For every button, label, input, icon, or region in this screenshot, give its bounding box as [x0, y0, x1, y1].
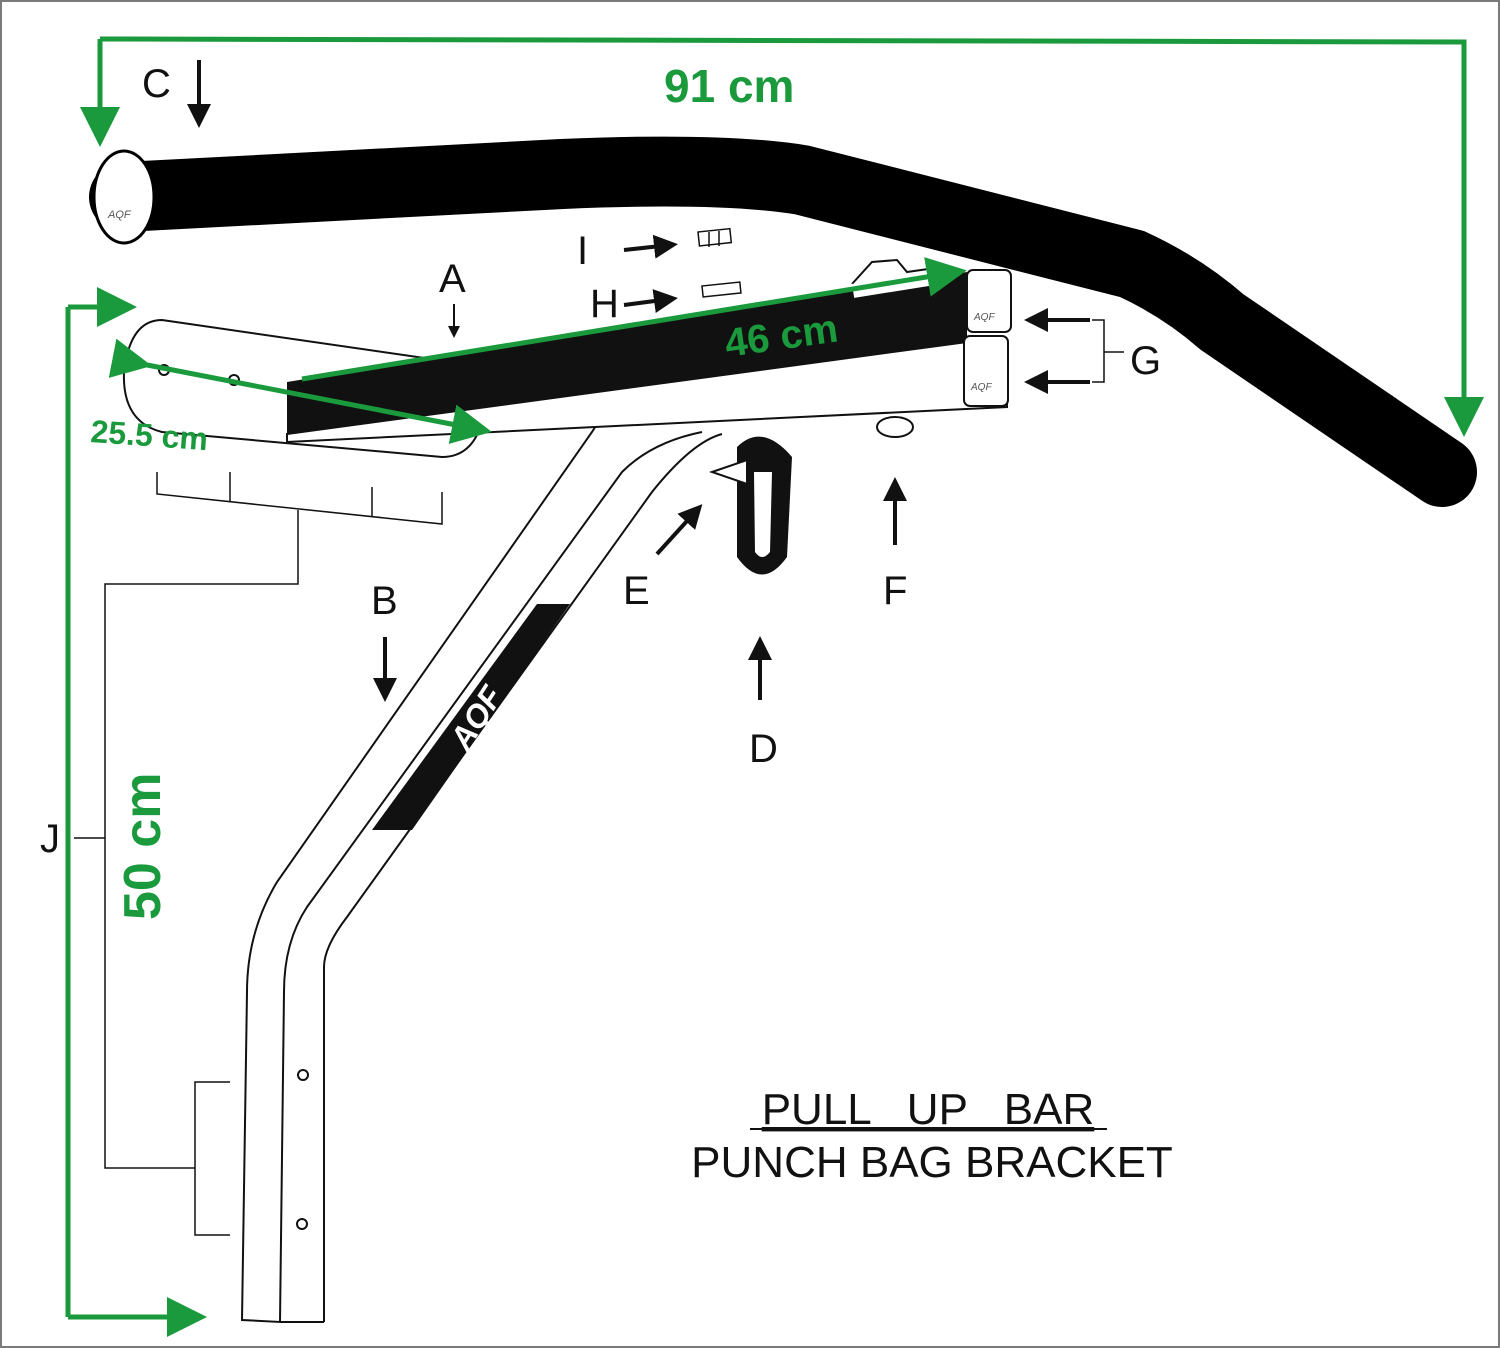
label-c: C — [142, 62, 171, 106]
bracket-arm — [240, 373, 723, 1324]
plate-width-dimension: 25.5 cm — [90, 413, 210, 457]
bolt-f — [876, 416, 914, 438]
pointer-arrows — [187, 60, 1090, 702]
label-f: F — [883, 569, 907, 613]
width-dimension: 91 cm — [664, 60, 794, 112]
label-d: D — [749, 727, 778, 771]
svg-text:AQF: AQF — [973, 312, 995, 323]
end-cap-lower — [963, 335, 1009, 407]
accessory-i — [697, 227, 733, 247]
height-dimension: 50 cm — [114, 773, 172, 920]
top-bar-end-cap — [92, 149, 156, 245]
top-bar — [89, 136, 1477, 507]
label-g: G — [1130, 339, 1161, 383]
label-h: H — [590, 282, 619, 326]
end-cap-upper — [966, 269, 1012, 333]
dimension-lines — [65, 36, 1484, 1337]
label-j: J — [40, 817, 60, 861]
label-b: B — [371, 579, 398, 623]
wall-plate-outline — [74, 319, 1124, 1236]
title-line-2: PUNCH BAG BRACKET — [691, 1138, 1173, 1187]
wing-nut-e — [708, 458, 748, 486]
svg-text:AQF: AQF — [970, 382, 992, 393]
label-i: I — [577, 229, 588, 273]
svg-text:AQF: AQF — [107, 209, 132, 221]
label-a: A — [439, 257, 466, 301]
arm-logo-band — [372, 604, 570, 830]
label-e: E — [623, 569, 650, 613]
accessory-h — [701, 281, 742, 298]
title-line-1: PULL UP BAR — [762, 1085, 1095, 1134]
